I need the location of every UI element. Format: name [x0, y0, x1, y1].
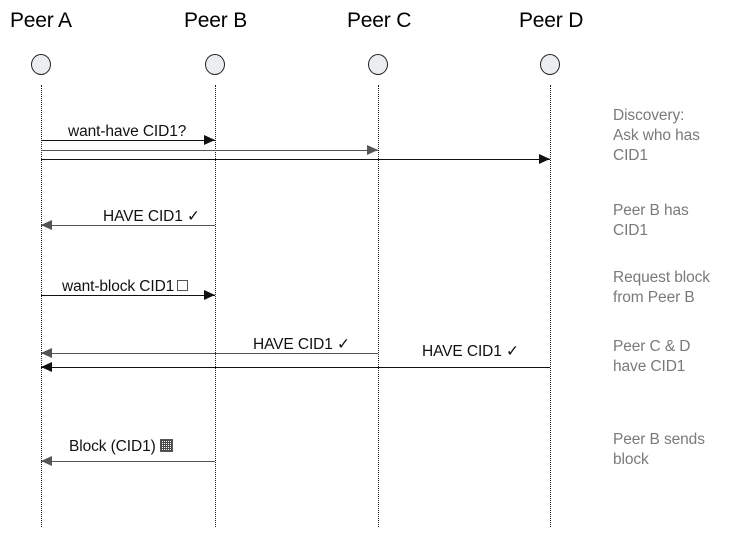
message-label-text: HAVE CID1	[422, 343, 502, 360]
lifeline-peer-d	[550, 85, 551, 527]
peer-header-peer-d: Peer D	[519, 9, 584, 32]
checkmark-icon: ✓	[332, 336, 350, 353]
message-arrow-head	[204, 135, 215, 146]
data-block-icon	[159, 439, 173, 452]
message-arrow-line	[41, 367, 550, 368]
annotation-line: Discovery:	[613, 107, 685, 124]
annotation-line: Request block	[613, 269, 710, 286]
message-arrow-line	[41, 295, 215, 296]
message-label: want-block CID1	[62, 278, 189, 295]
peer-node-peer-c	[368, 54, 388, 75]
message-label-text: want-block CID1	[62, 278, 175, 295]
message-label: want-have CID1?	[68, 124, 186, 140]
message-label: HAVE CID1 ✓	[422, 344, 519, 360]
empty-box-icon	[177, 280, 189, 291]
annotation-note: Peer B sends block	[613, 430, 740, 470]
annotation-line: Peer C & D	[613, 338, 691, 355]
annotation-line: Ask who has	[613, 127, 700, 144]
message-label: Block (CID1)	[69, 439, 173, 455]
message-label-text: Block (CID1)	[69, 438, 156, 455]
message-label-text: HAVE CID1	[253, 336, 333, 353]
annotation-line: Peer B has	[613, 202, 689, 219]
annotation-line: Peer B sends	[613, 431, 705, 448]
peer-header-peer-b: Peer B	[184, 9, 247, 32]
annotation-note: Request block from Peer B	[613, 268, 740, 308]
lifeline-peer-b	[215, 85, 216, 527]
message-arrow-line	[41, 159, 550, 160]
message-label: HAVE CID1 ✓	[253, 337, 350, 353]
peer-node-peer-b	[205, 54, 225, 75]
message-arrow-line	[41, 140, 215, 141]
message-arrow-head	[41, 220, 52, 231]
peer-header-peer-a: Peer A	[10, 9, 72, 32]
message-arrow-head	[41, 362, 52, 373]
peer-node-peer-d	[540, 54, 560, 75]
lifeline-peer-a	[41, 85, 42, 527]
message-arrow-line	[41, 461, 215, 462]
checkmark-icon: ✓	[501, 343, 519, 360]
message-arrow-head	[539, 154, 550, 165]
message-arrow-line	[41, 353, 378, 354]
peer-node-peer-a	[31, 54, 51, 75]
peer-header-peer-c: Peer C	[347, 9, 412, 32]
message-arrow-head	[367, 145, 378, 156]
message-arrow-line	[41, 225, 215, 226]
message-label-text: HAVE CID1	[103, 208, 183, 225]
message-arrow-head	[41, 348, 52, 359]
message-arrow-line	[41, 150, 378, 151]
annotation-note: Peer C & D have CID1	[613, 337, 740, 377]
annotation-line: have CID1	[613, 358, 686, 375]
message-label-text: want-have CID1?	[68, 123, 187, 140]
annotation-line: CID1	[613, 147, 648, 164]
message-arrow-head	[41, 456, 52, 467]
annotation-line: from Peer B	[613, 289, 695, 306]
annotation-line: block	[613, 451, 649, 468]
message-arrow-head	[204, 290, 215, 301]
checkmark-icon: ✓	[182, 208, 200, 225]
message-label: HAVE CID1 ✓	[103, 209, 200, 225]
lifeline-peer-c	[378, 85, 379, 527]
annotation-line: CID1	[613, 222, 648, 239]
